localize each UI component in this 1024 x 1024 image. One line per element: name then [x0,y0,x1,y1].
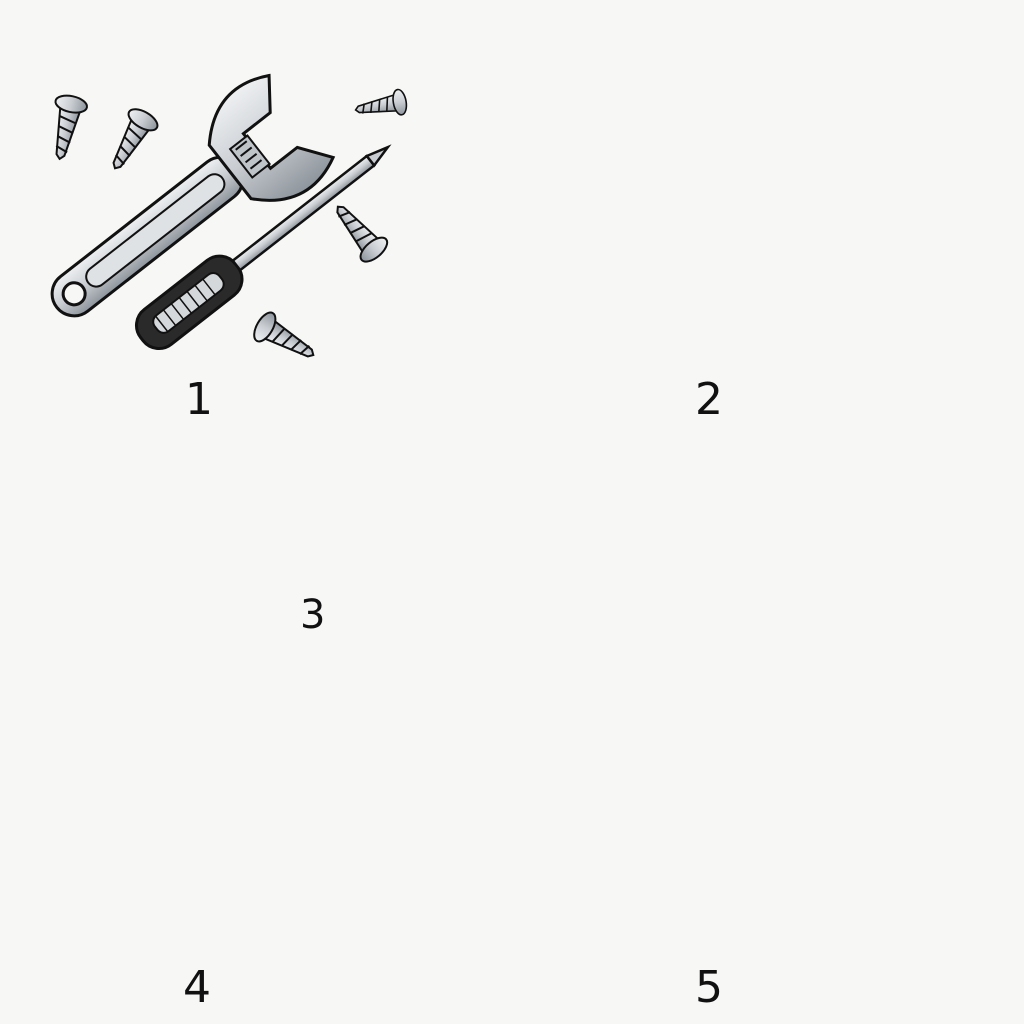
screw-icon [250,309,321,369]
screw-icon [326,196,392,266]
step-number-4: 4 [183,966,211,1010]
step-number-2: 2 [695,378,723,422]
step-number-1: 1 [185,378,213,422]
screw-icon [44,93,89,162]
step-1-tools [19,68,408,369]
screw-icon [101,105,161,176]
step-number-5: 5 [695,966,723,1010]
step-number-3: 3 [300,595,325,635]
screw-icon [353,88,408,122]
